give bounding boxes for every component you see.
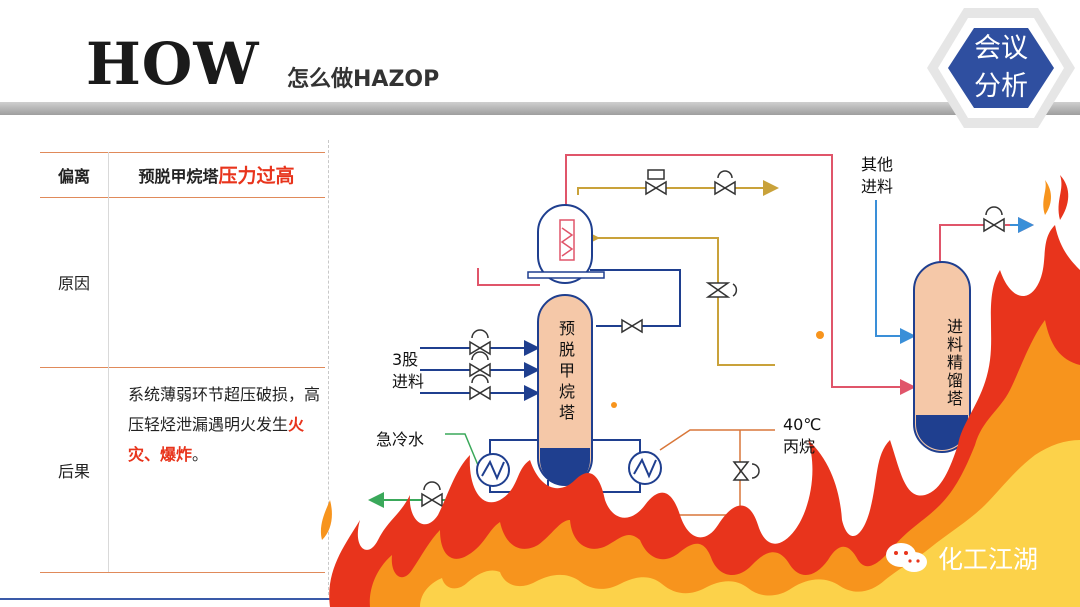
header-node: 预脱甲烷塔 — [138, 166, 219, 186]
quench-water-line — [445, 433, 481, 471]
valve-icon — [645, 169, 667, 196]
page-title: HOW — [86, 30, 260, 98]
badge-line-2: 分析 — [974, 71, 1028, 102]
header-divider — [0, 102, 1080, 115]
header-deviation-value: 预脱甲烷塔压力过高 — [108, 152, 325, 197]
row-cause-label: 原因 — [57, 274, 90, 293]
valve-icon — [469, 374, 491, 401]
table-row-rule — [40, 367, 325, 368]
valve-icon — [621, 318, 643, 334]
watermark-text: 化工江湖 — [938, 545, 1039, 574]
valve-icon — [469, 329, 491, 356]
badge-line-1: 会议 — [974, 33, 1028, 64]
valve-icon — [421, 481, 443, 508]
hexagon-badge — [927, 8, 1075, 128]
other-feed-label: 其他 进料 — [861, 155, 894, 196]
main-column — [537, 294, 593, 486]
second-column-label: 进料精馏塔 — [946, 317, 963, 408]
table-top-rule — [40, 152, 325, 153]
quench-water-label: 急冷水 — [376, 430, 425, 449]
content-separator — [328, 140, 329, 595]
other-feed-line — [875, 200, 1034, 344]
valve-icon — [705, 282, 738, 298]
table-header-rule — [40, 197, 325, 198]
wechat-icon — [886, 543, 927, 572]
header-deviation: 偏离 — [57, 166, 90, 186]
main-column-label: 预脱甲烷塔 — [558, 319, 575, 422]
valve-icon — [714, 170, 736, 196]
valve-icon — [469, 351, 491, 378]
table-column-divider — [108, 152, 109, 572]
consequence-highlight: 火灾、爆炸 — [128, 415, 305, 464]
row-consequence-content: 系统薄弱环节超压破损，高压轻烃泄漏遇明火发生火灾、爆炸。 — [128, 380, 320, 470]
table-bottom-rule — [40, 572, 325, 573]
consequence-text: 系统薄弱环节超压破损，高压轻烃泄漏遇明火发生 — [128, 385, 321, 434]
watermark: 化工江湖 — [884, 540, 1038, 576]
second-column — [913, 261, 971, 453]
consequence-tail: 。 — [192, 445, 209, 464]
overhead-condenser — [527, 204, 605, 284]
badge-label: 会议 分析 — [963, 30, 1039, 106]
yellow-process-lines — [577, 180, 779, 366]
header-deviation-highlight: 压力过高 — [218, 165, 295, 187]
exchanger-icon — [628, 451, 662, 485]
hazop-table: 偏离 预脱甲烷塔压力过高 原因 后果 系统薄弱环节超压破损，高压轻烃泄漏遇明火发… — [40, 152, 325, 572]
valve-icon — [983, 206, 1005, 233]
row-consequence-label: 后果 — [57, 461, 90, 481]
exchanger-icon — [476, 453, 510, 487]
valve-icon — [732, 461, 760, 481]
page-subtitle: 怎么做HAZOP — [287, 67, 440, 92]
heat-exchanger-icons — [476, 451, 662, 487]
propane-temp-label: 40℃ 丙烷 — [783, 415, 822, 456]
feed-label: 3股 进料 — [392, 350, 425, 391]
footer-rule — [0, 598, 330, 600]
valve-icons — [421, 169, 1005, 508]
